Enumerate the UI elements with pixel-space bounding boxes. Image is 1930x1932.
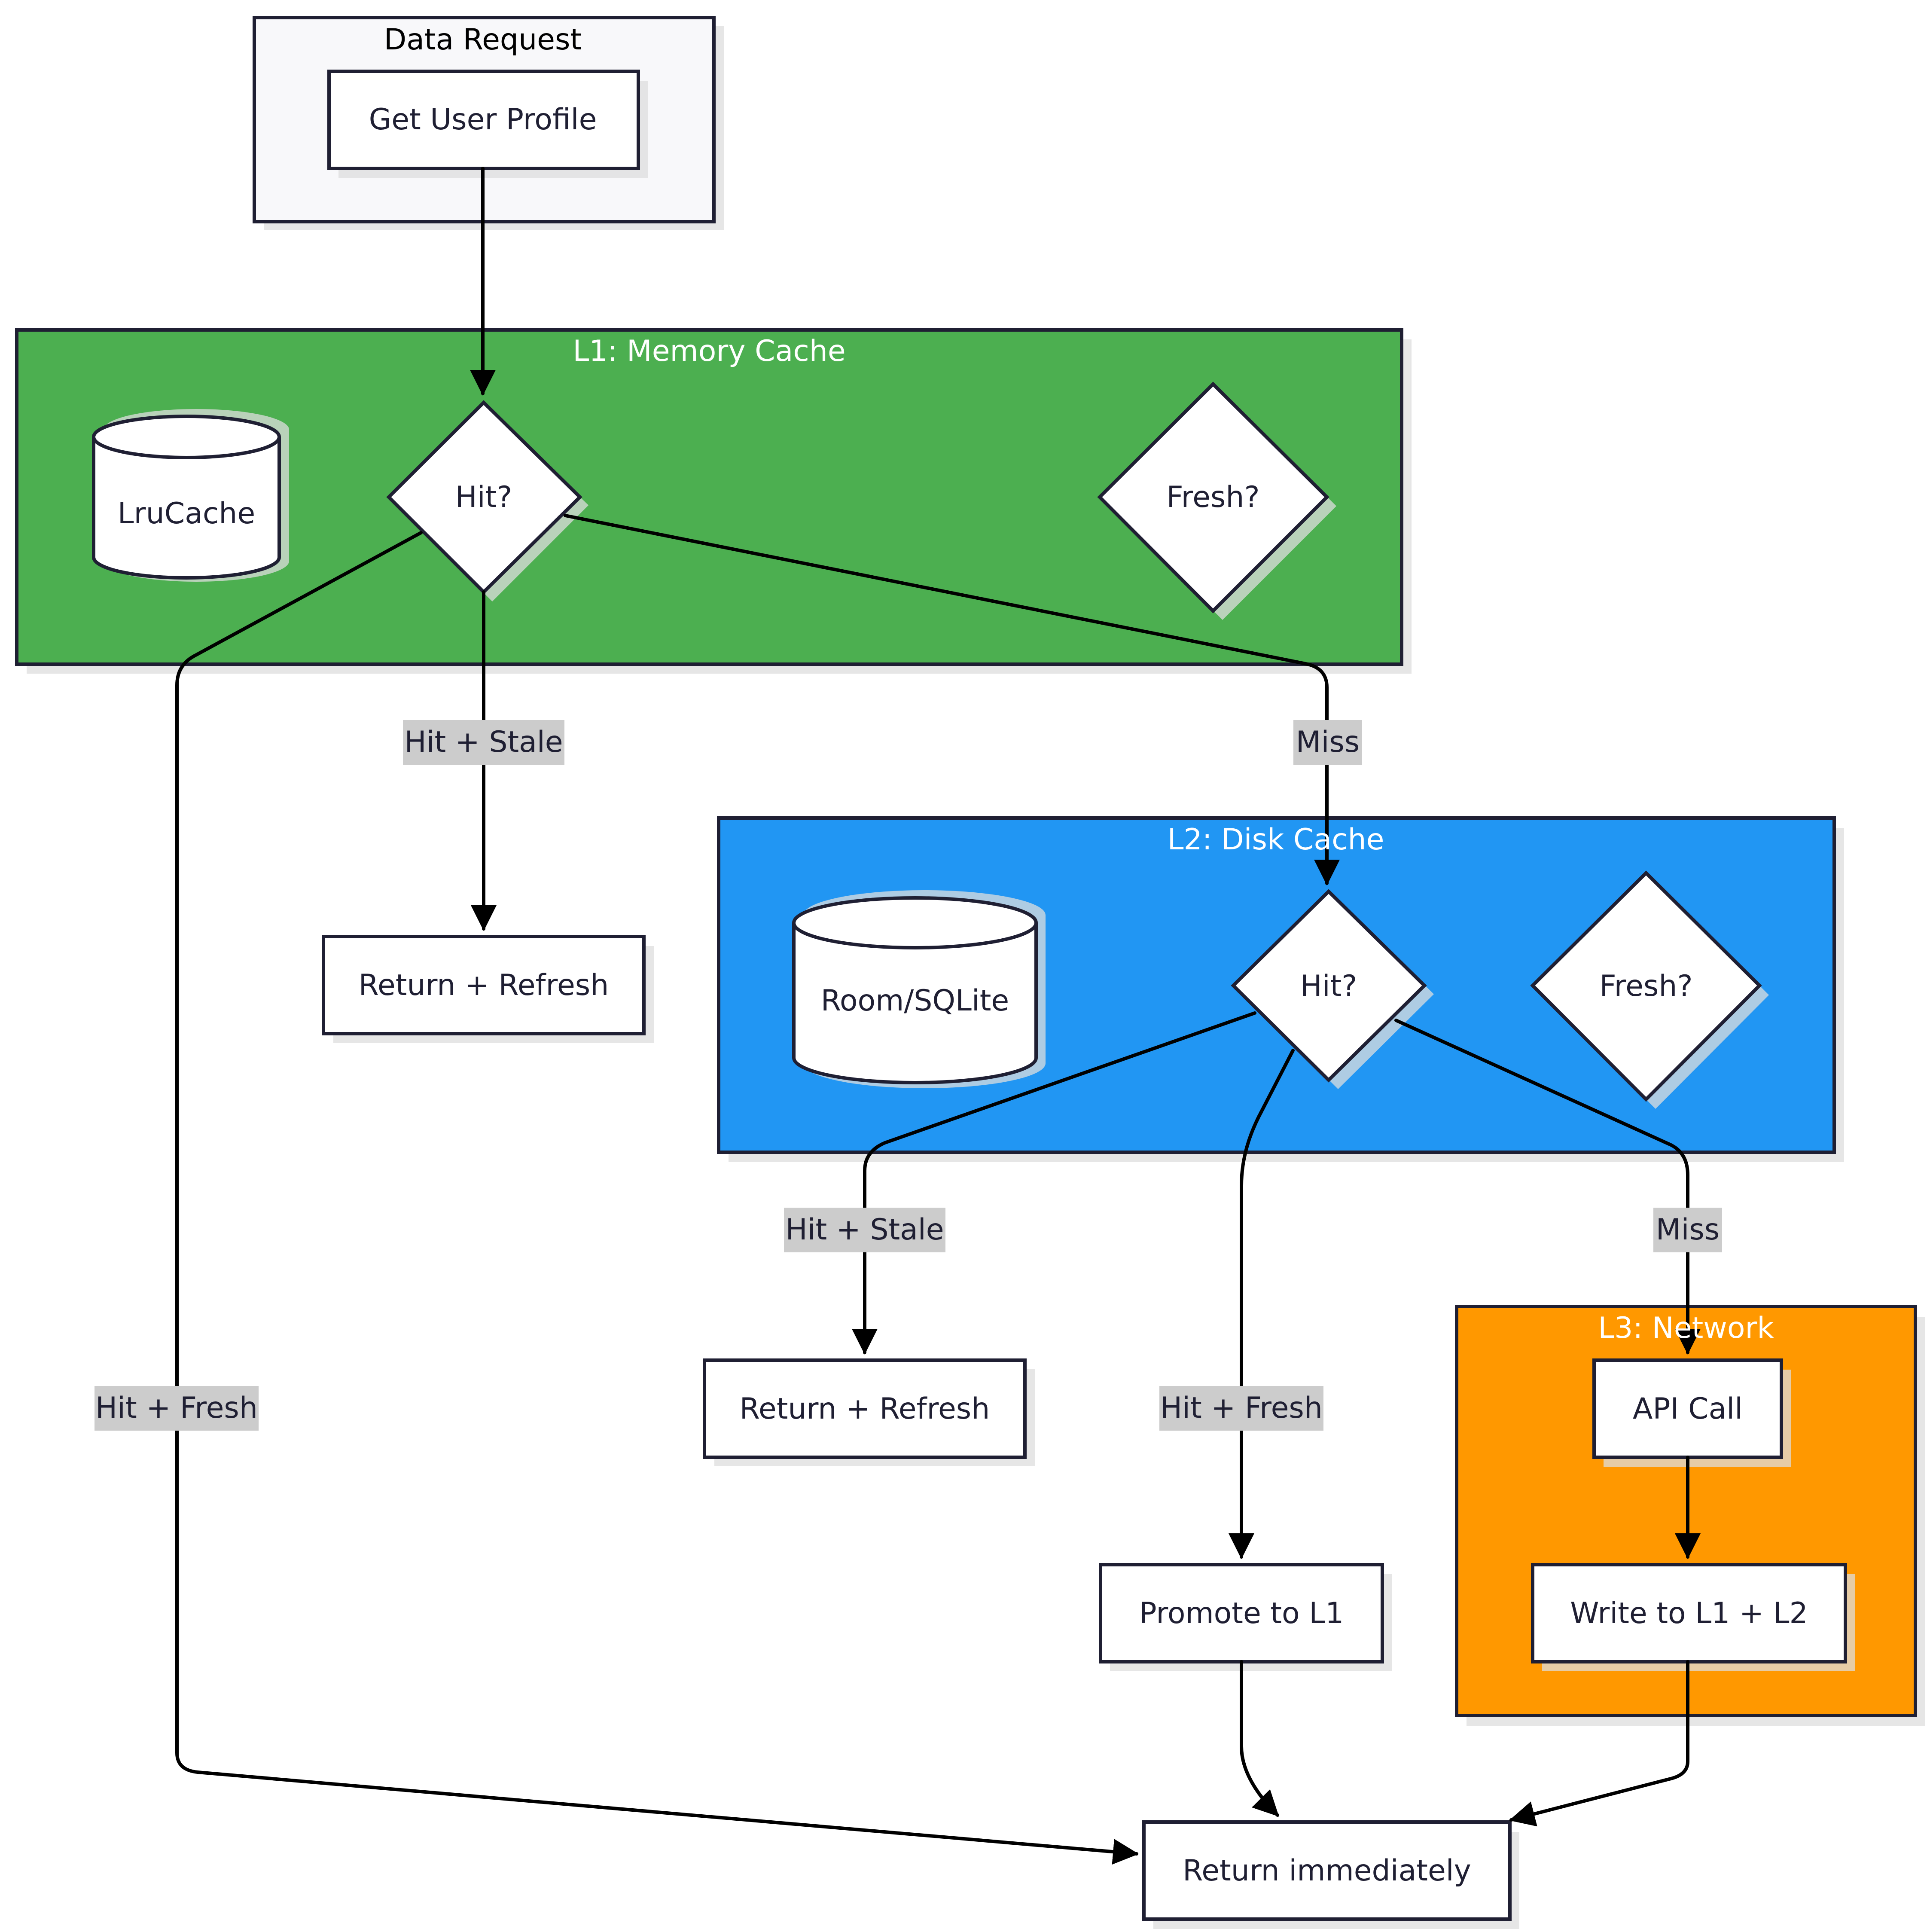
return-immediately-node[interactable]: Return immediately	[1142, 1820, 1519, 1929]
return-immediately-label: Return immediately	[1183, 1854, 1471, 1888]
edge-promote-to-return	[1240, 1660, 1279, 1817]
edge-label-l2-fresh: Hit + Fresh	[1159, 1386, 1323, 1431]
l1-return-refresh-node[interactable]: Return + Refresh	[322, 935, 654, 1043]
svg-text:Hit + Fresh: Hit + Fresh	[1160, 1391, 1323, 1425]
edge-label-l1-stale: Hit + Stale	[403, 720, 564, 765]
edge-l1-hit-miss	[564, 514, 1340, 885]
l2-return-refresh-node[interactable]: Return + Refresh	[703, 1358, 1035, 1466]
lru-cache-database-icon: LruCache	[92, 409, 289, 582]
group-title-l2: L2: Disk Cache	[1168, 823, 1384, 857]
edge-l2-hit-miss	[1394, 1019, 1701, 1355]
get-user-profile-label: Get User Profile	[369, 103, 597, 137]
edge-write-to-return	[1509, 1660, 1689, 1827]
svg-text:Hit + Stale: Hit + Stale	[404, 725, 563, 759]
room-sqlite-database-icon: Room/SQLite	[792, 890, 1046, 1088]
group-title-l3: L3: Network	[1598, 1311, 1774, 1345]
write-l1-l2-label: Write to L1 + L2	[1570, 1596, 1808, 1630]
l2-hit-decision[interactable]: Hit?	[1231, 889, 1434, 1089]
edge-label-l2-stale: Hit + Stale	[784, 1208, 945, 1252]
svg-text:Miss: Miss	[1656, 1213, 1720, 1247]
api-call-node[interactable]: API Call	[1592, 1358, 1791, 1467]
l2-hit-label: Hit?	[1300, 969, 1357, 1003]
api-call-label: API Call	[1633, 1392, 1743, 1426]
edge-l1-hit-fresh	[175, 531, 1139, 1865]
edge-label-l2-miss: Miss	[1653, 1208, 1722, 1252]
room-sqlite-label: Room/SQLite	[821, 984, 1009, 1018]
edge-label-l1-fresh: Hit + Fresh	[95, 1386, 259, 1431]
l2-return-refresh-label: Return + Refresh	[740, 1392, 990, 1426]
l2-fresh-label: Fresh?	[1599, 969, 1692, 1003]
edge-l2-hit-fresh	[1229, 1049, 1295, 1559]
edge-label-l1-miss: Miss	[1293, 720, 1362, 765]
svg-text:Miss: Miss	[1296, 725, 1360, 759]
promote-to-l1-label: Promote to L1	[1139, 1596, 1344, 1630]
l2-fresh-decision[interactable]: Fresh?	[1530, 870, 1769, 1109]
lru-cache-label: LruCache	[118, 497, 255, 531]
l1-fresh-label: Fresh?	[1166, 480, 1259, 514]
get-user-profile-node[interactable]: Get User Profile	[327, 70, 648, 178]
svg-text:Hit + Stale: Hit + Stale	[785, 1213, 944, 1247]
write-l1-l2-node[interactable]: Write to L1 + L2	[1531, 1563, 1855, 1671]
promote-to-l1-node[interactable]: Promote to L1	[1099, 1563, 1392, 1671]
group-title-data-request: Data Request	[384, 23, 582, 57]
edge-l2-hit-stale	[852, 1011, 1256, 1355]
l1-hit-label: Hit?	[455, 480, 512, 514]
group-title-l1: L1: Memory Cache	[573, 334, 845, 368]
l1-fresh-decision[interactable]: Fresh?	[1097, 382, 1336, 620]
l1-return-refresh-label: Return + Refresh	[359, 968, 609, 1002]
svg-text:Hit + Fresh: Hit + Fresh	[95, 1391, 258, 1425]
